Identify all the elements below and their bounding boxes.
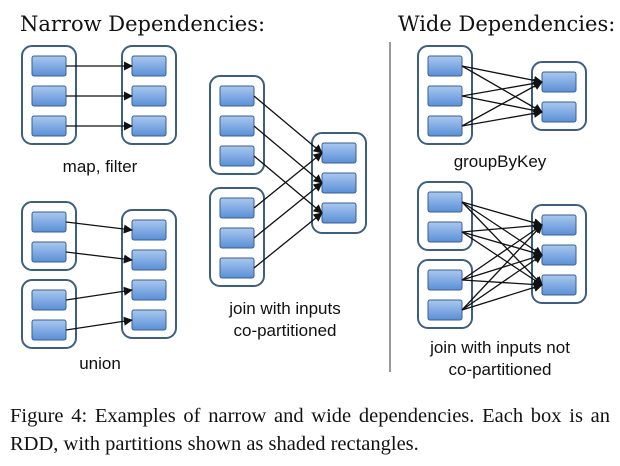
dependency-arrow <box>253 125 323 184</box>
rdd-un-parent1 <box>21 201 77 271</box>
rdd-mf-parent <box>21 45 77 145</box>
partition <box>541 101 577 123</box>
rdd-layer <box>21 45 587 349</box>
dependency-arrow <box>461 65 543 85</box>
partition <box>219 85 255 107</box>
partition <box>31 319 67 341</box>
dependency-arrow <box>65 221 133 234</box>
dependency-arrow <box>253 182 323 239</box>
rdd-jn-parent1 <box>417 181 473 251</box>
rdd-gk-child <box>531 61 587 131</box>
partition <box>131 309 167 331</box>
partition <box>219 257 255 279</box>
partition <box>427 221 463 243</box>
partition <box>321 172 357 194</box>
partition <box>541 214 577 236</box>
partition <box>31 55 67 77</box>
dependency-arrow <box>461 221 543 233</box>
join-copartitioned-label: join with inputs co-partitioned <box>200 298 370 342</box>
partition <box>219 145 255 167</box>
partition <box>427 299 463 321</box>
join-not-copartitioned-line2: co-partitioned <box>448 360 552 379</box>
union-label: union <box>79 354 121 373</box>
partition <box>321 202 357 224</box>
dependency-arrow <box>253 155 323 214</box>
map-filter-label: map, filter <box>62 157 138 176</box>
join-not-copartitioned-label: join with inputs not co-partitioned <box>400 337 600 381</box>
rdd-gk-parent <box>417 45 473 145</box>
partition <box>131 55 167 77</box>
partition <box>131 85 167 107</box>
partition <box>427 55 463 77</box>
join-not-copartitioned-line1: join with inputs not <box>430 338 570 357</box>
rdd-jc-parent2 <box>209 187 265 287</box>
rdd-jn-child <box>531 204 587 304</box>
partition <box>31 289 67 311</box>
partition <box>427 115 463 137</box>
partition <box>541 274 577 296</box>
rdd-jc-child <box>311 132 367 234</box>
wide-dependencies-heading: Wide Dependencies: <box>398 12 616 36</box>
group-by-key-label: groupByKey <box>453 152 547 171</box>
dependency-arrow <box>65 316 133 331</box>
figure-caption: Figure 4: Examples of narrow and wide de… <box>10 405 610 455</box>
partition <box>427 85 463 107</box>
partition <box>427 191 463 213</box>
partition <box>219 197 255 219</box>
partition <box>31 241 67 263</box>
join-copartitioned-line2: co-partitioned <box>233 321 337 340</box>
dependency-arrow <box>253 212 323 269</box>
dependency-arrow <box>461 283 543 311</box>
dependency-arrow <box>461 81 543 127</box>
rdd-un-parent2 <box>21 279 77 349</box>
partition <box>131 279 167 301</box>
partition <box>31 115 67 137</box>
partition <box>219 227 255 249</box>
partition <box>541 71 577 93</box>
dependency-arrow <box>461 254 543 311</box>
rdd-jn-parent2 <box>417 259 473 329</box>
dependency-arrow <box>253 152 323 209</box>
dependency-arrow <box>253 95 323 154</box>
dependency-arrow <box>65 251 133 264</box>
dependency-arrow <box>461 201 543 228</box>
rdd-un-child <box>121 209 177 339</box>
partition <box>131 249 167 271</box>
partition <box>219 115 255 137</box>
dependency-arrow <box>65 286 133 301</box>
partition <box>131 115 167 137</box>
dependency-arrow <box>461 108 543 127</box>
partition <box>541 244 577 266</box>
partition <box>427 269 463 291</box>
join-copartitioned-line1: join with inputs <box>229 299 341 318</box>
dependency-arrows <box>65 61 543 331</box>
partition <box>31 85 67 107</box>
dependency-diagram <box>21 42 587 372</box>
narrow-dependencies-heading: Narrow Dependencies: <box>20 12 266 36</box>
dependency-arrow <box>461 231 543 258</box>
dependency-arrow <box>461 231 543 286</box>
dependency-arrow <box>461 224 543 311</box>
rdd-jc-parent1 <box>209 75 265 175</box>
rdd-mf-child <box>121 45 177 145</box>
partition <box>131 219 167 241</box>
partition <box>321 142 357 164</box>
dependency-arrow <box>461 78 543 97</box>
rdd-box <box>121 209 177 339</box>
partition <box>31 211 67 233</box>
dependency-arrow <box>461 224 543 281</box>
